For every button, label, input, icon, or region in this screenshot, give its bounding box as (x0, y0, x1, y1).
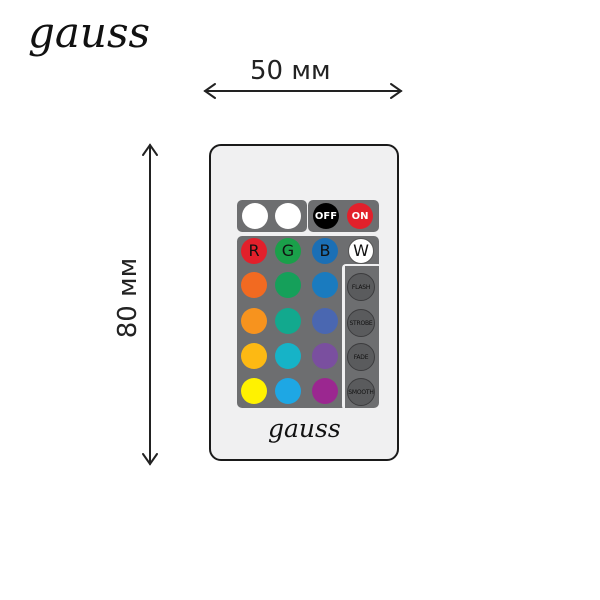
b-button-label: B (319, 241, 331, 260)
color-button-2-3[interactable] (312, 308, 338, 334)
g-button[interactable]: G (275, 238, 301, 264)
fade-button-label: FADE (353, 353, 369, 361)
off-button-label: OFF (314, 210, 338, 222)
strobe-button-label: STROBE (349, 319, 373, 327)
color-button-3-2[interactable] (275, 343, 301, 369)
off-button[interactable]: OFF (313, 203, 339, 229)
width-arrow-left-head (203, 83, 216, 99)
smooth-button[interactable]: SMOOTH (347, 378, 375, 406)
color-button-1-1[interactable] (241, 272, 267, 298)
r-button[interactable]: R (241, 238, 267, 264)
smooth-button-label: SMOOTH (348, 388, 374, 396)
on-button-label: ON (351, 210, 369, 222)
color-button-2-1[interactable] (241, 308, 267, 334)
w-button[interactable]: W (348, 238, 374, 264)
color-button-1-3[interactable] (312, 272, 338, 298)
color-button-4-1[interactable] (241, 378, 267, 404)
on-button[interactable]: ON (347, 203, 373, 229)
strobe-button[interactable]: STROBE (347, 309, 375, 337)
color-button-3-1[interactable] (241, 343, 267, 369)
g-button-label: G (281, 241, 295, 260)
height-label: 80 мм (113, 257, 143, 339)
fade-button[interactable]: FADE (347, 343, 375, 371)
color-button-2-2[interactable] (275, 308, 301, 334)
white-button-1[interactable] (242, 203, 268, 229)
b-button[interactable]: B (312, 238, 338, 264)
r-button-label: R (248, 241, 260, 260)
color-button-3-3[interactable] (312, 343, 338, 369)
brand-logo: gauss (28, 8, 151, 57)
height-arrow-bottom-head (142, 453, 158, 466)
color-button-4-3[interactable] (312, 378, 338, 404)
color-button-4-2[interactable] (275, 378, 301, 404)
white-button-2[interactable] (275, 203, 301, 229)
remote-logo: gauss (268, 414, 341, 443)
width-arrow-right-head (390, 83, 403, 99)
w-button-label: W (353, 241, 369, 260)
flash-button-label: FLASH (351, 283, 371, 291)
width-label: 50 мм (250, 56, 331, 86)
color-button-1-2[interactable] (275, 272, 301, 298)
height-arrow-top-head (142, 143, 158, 156)
flash-button[interactable]: FLASH (347, 273, 375, 301)
